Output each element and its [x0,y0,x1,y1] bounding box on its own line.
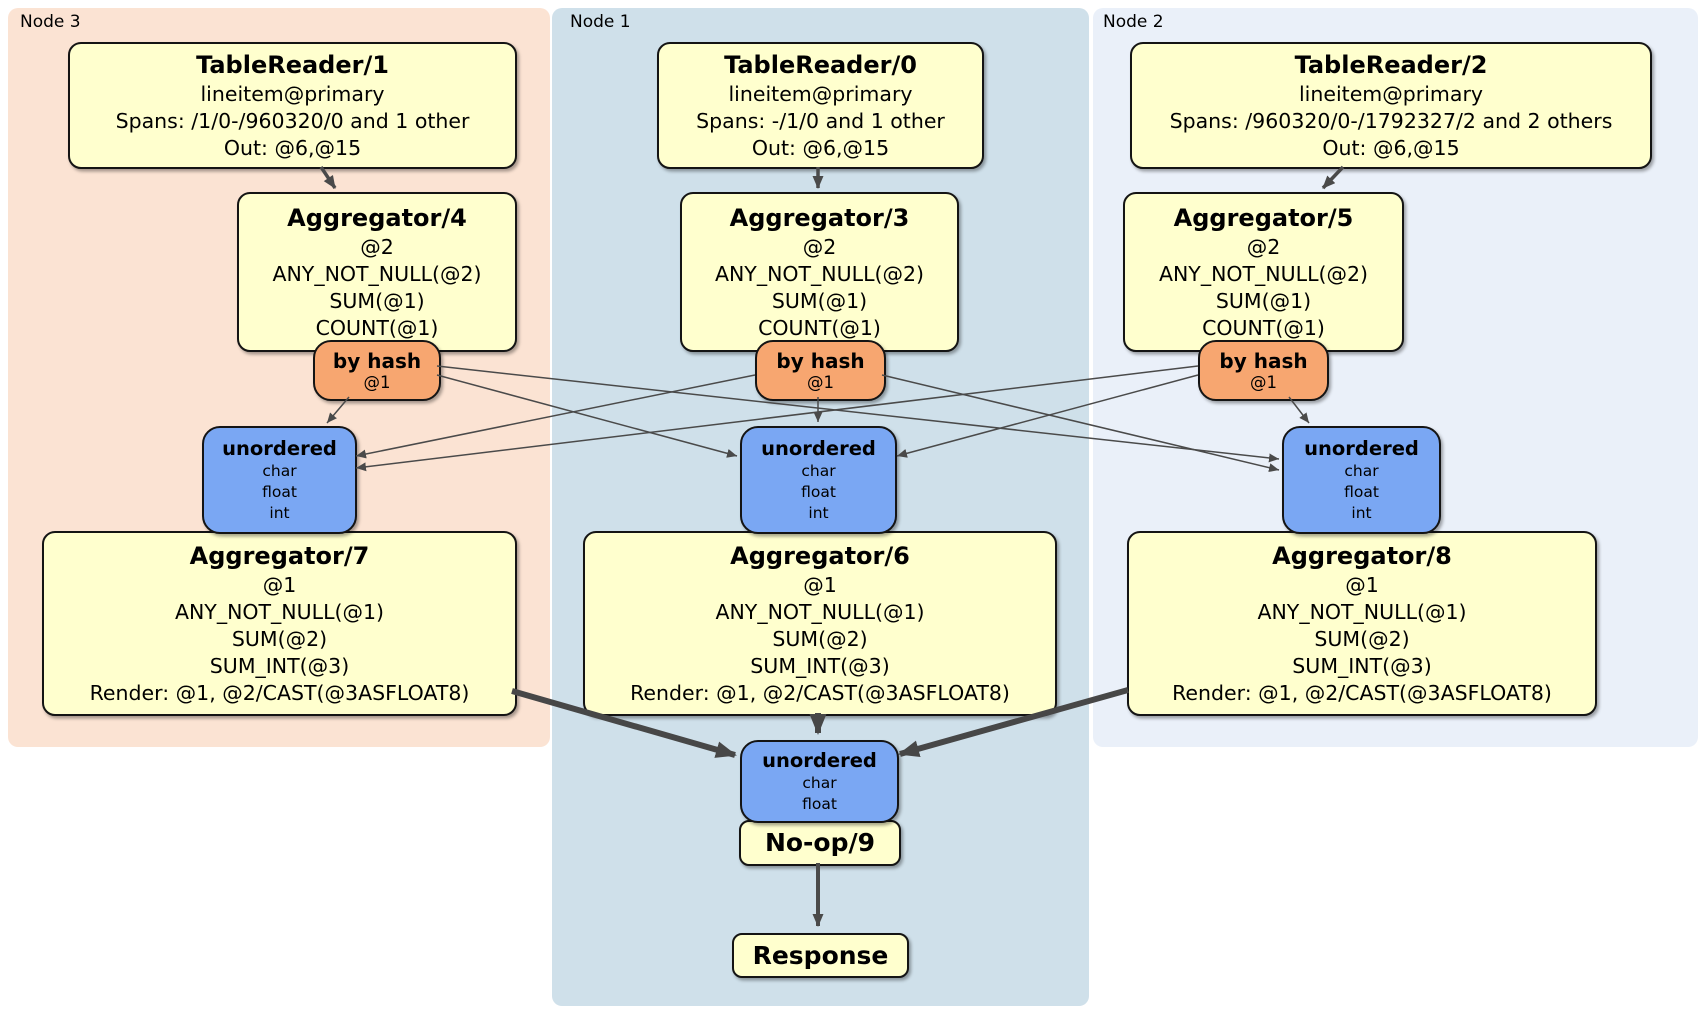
processor-title: Aggregator/6 [730,541,910,570]
processor-line: Render: @1, @2/CAST(@3ASFLOAT8) [89,680,470,705]
router-key: @1 [1250,372,1277,392]
processor-line: @1 [262,572,297,597]
processor-line: SUM_INT(@3) [750,653,890,678]
processor-line: SUM(@2) [231,626,328,651]
processor-noop-9: No-op/9 [739,820,901,866]
sync-title: unordered [761,436,876,460]
router-key: @1 [363,372,391,392]
processor-aggregator-3: Aggregator/3 @2 ANY_NOT_NULL(@2) SUM(@1)… [680,192,959,352]
processor-tablereader-0: TableReader/0 lineitem@primary Spans: -/… [657,42,984,169]
processor-line: Spans: /960320/0-/1792327/2 and 2 others [1169,108,1613,133]
processor-line: ANY_NOT_NULL(@1) [1257,599,1467,624]
sync-line: int [808,503,829,522]
panel-label-node3: Node 3 [20,12,81,32]
processor-line: ANY_NOT_NULL(@2) [714,261,925,286]
sync-line: float [1344,482,1379,501]
processor-title: TableReader/2 [1294,50,1488,79]
sync-line: char [802,773,837,792]
sync-line: float [802,794,837,813]
processor-title: Aggregator/7 [189,541,370,570]
processor-line: SUM(@2) [772,626,868,651]
sync-line: char [1344,461,1379,480]
sync-title: unordered [762,748,877,772]
sync-title: unordered [1304,436,1419,460]
processor-tablereader-1: TableReader/1 lineitem@primary Spans: /1… [68,42,517,169]
panel-label-node2: Node 2 [1103,12,1164,32]
processor-tablereader-2: TableReader/2 lineitem@primary Spans: /9… [1130,42,1652,169]
router-by-hash-node1: by hash @1 [755,340,886,401]
sync-line: float [801,482,836,501]
processor-line: ANY_NOT_NULL(@2) [1158,261,1369,286]
processor-line: SUM(@1) [1215,288,1312,313]
processor-line: @1 [1345,572,1379,597]
processor-aggregator-6: Aggregator/6 @1 ANY_NOT_NULL(@1) SUM(@2)… [583,531,1057,716]
panel-label-node1: Node 1 [570,12,631,32]
router-title: by hash [332,348,422,373]
processor-title: TableReader/0 [724,50,917,79]
router-title: by hash [776,348,865,373]
processor-title: Aggregator/4 [287,203,467,232]
sync-line: int [1351,503,1372,522]
processor-line: SUM(@1) [771,288,868,313]
processor-line: ANY_NOT_NULL(@1) [715,599,925,624]
processor-line: Render: @1, @2/CAST(@3ASFLOAT8) [1172,680,1552,705]
processor-line: @2 [360,234,394,259]
router-by-hash-node2: by hash @1 [1198,340,1329,401]
processor-line: @2 [1246,234,1281,259]
processor-line: lineitem@primary [728,81,913,106]
processor-title: Aggregator/3 [729,203,910,232]
sync-line: char [262,461,297,480]
processor-line: @2 [802,234,837,259]
processor-line: Out: @6,@15 [223,135,362,160]
processor-line: ANY_NOT_NULL(@1) [174,599,385,624]
router-by-hash-node3: by hash @1 [313,340,441,401]
processor-line: COUNT(@1) [315,315,439,340]
processor-aggregator-4: Aggregator/4 @2 ANY_NOT_NULL(@2) SUM(@1)… [237,192,517,352]
sync-unordered-node3: unordered char float int [202,426,357,534]
sync-line: char [801,461,836,480]
processor-line: Spans: /1/0-/960320/0 and 1 other [115,108,470,133]
processor-line: lineitem@primary [200,81,385,106]
sync-title: unordered [222,436,337,460]
processor-title: TableReader/1 [196,50,389,79]
sync-unordered-final: unordered char float [740,740,899,823]
sync-unordered-node1: unordered char float int [740,426,897,534]
processor-aggregator-5: Aggregator/5 @2 ANY_NOT_NULL(@2) SUM(@1)… [1123,192,1404,352]
processor-line: Render: @1, @2/CAST(@3ASFLOAT8) [630,680,1010,705]
processor-title: Aggregator/8 [1272,541,1452,570]
processor-line: @1 [803,572,837,597]
processor-title: Aggregator/5 [1173,203,1354,232]
sync-line: int [269,503,290,522]
processor-aggregator-7: Aggregator/7 @1 ANY_NOT_NULL(@1) SUM(@2)… [42,531,517,716]
processor-line: lineitem@primary [1298,81,1484,106]
processor-line: ANY_NOT_NULL(@2) [272,261,482,286]
processor-line: Spans: -/1/0 and 1 other [696,108,945,133]
sync-line: float [262,482,297,501]
processor-line: COUNT(@1) [758,315,881,340]
sync-unordered-node2: unordered char float int [1282,426,1441,534]
processor-line: SUM(@2) [1314,626,1410,651]
router-title: by hash [1219,348,1308,373]
processor-line: Out: @6,@15 [1322,135,1460,160]
processor-line: Out: @6,@15 [751,135,890,160]
processor-line: COUNT(@1) [1202,315,1325,340]
processor-line: SUM(@1) [329,288,425,313]
processor-line: SUM_INT(@3) [1292,653,1432,678]
processor-line: SUM_INT(@3) [209,653,350,678]
processor-title: Response [752,940,889,970]
processor-title: No-op/9 [764,828,876,857]
router-key: @1 [807,372,834,392]
processor-response: Response [732,933,909,978]
processor-aggregator-8: Aggregator/8 @1 ANY_NOT_NULL(@1) SUM(@2)… [1127,531,1597,716]
